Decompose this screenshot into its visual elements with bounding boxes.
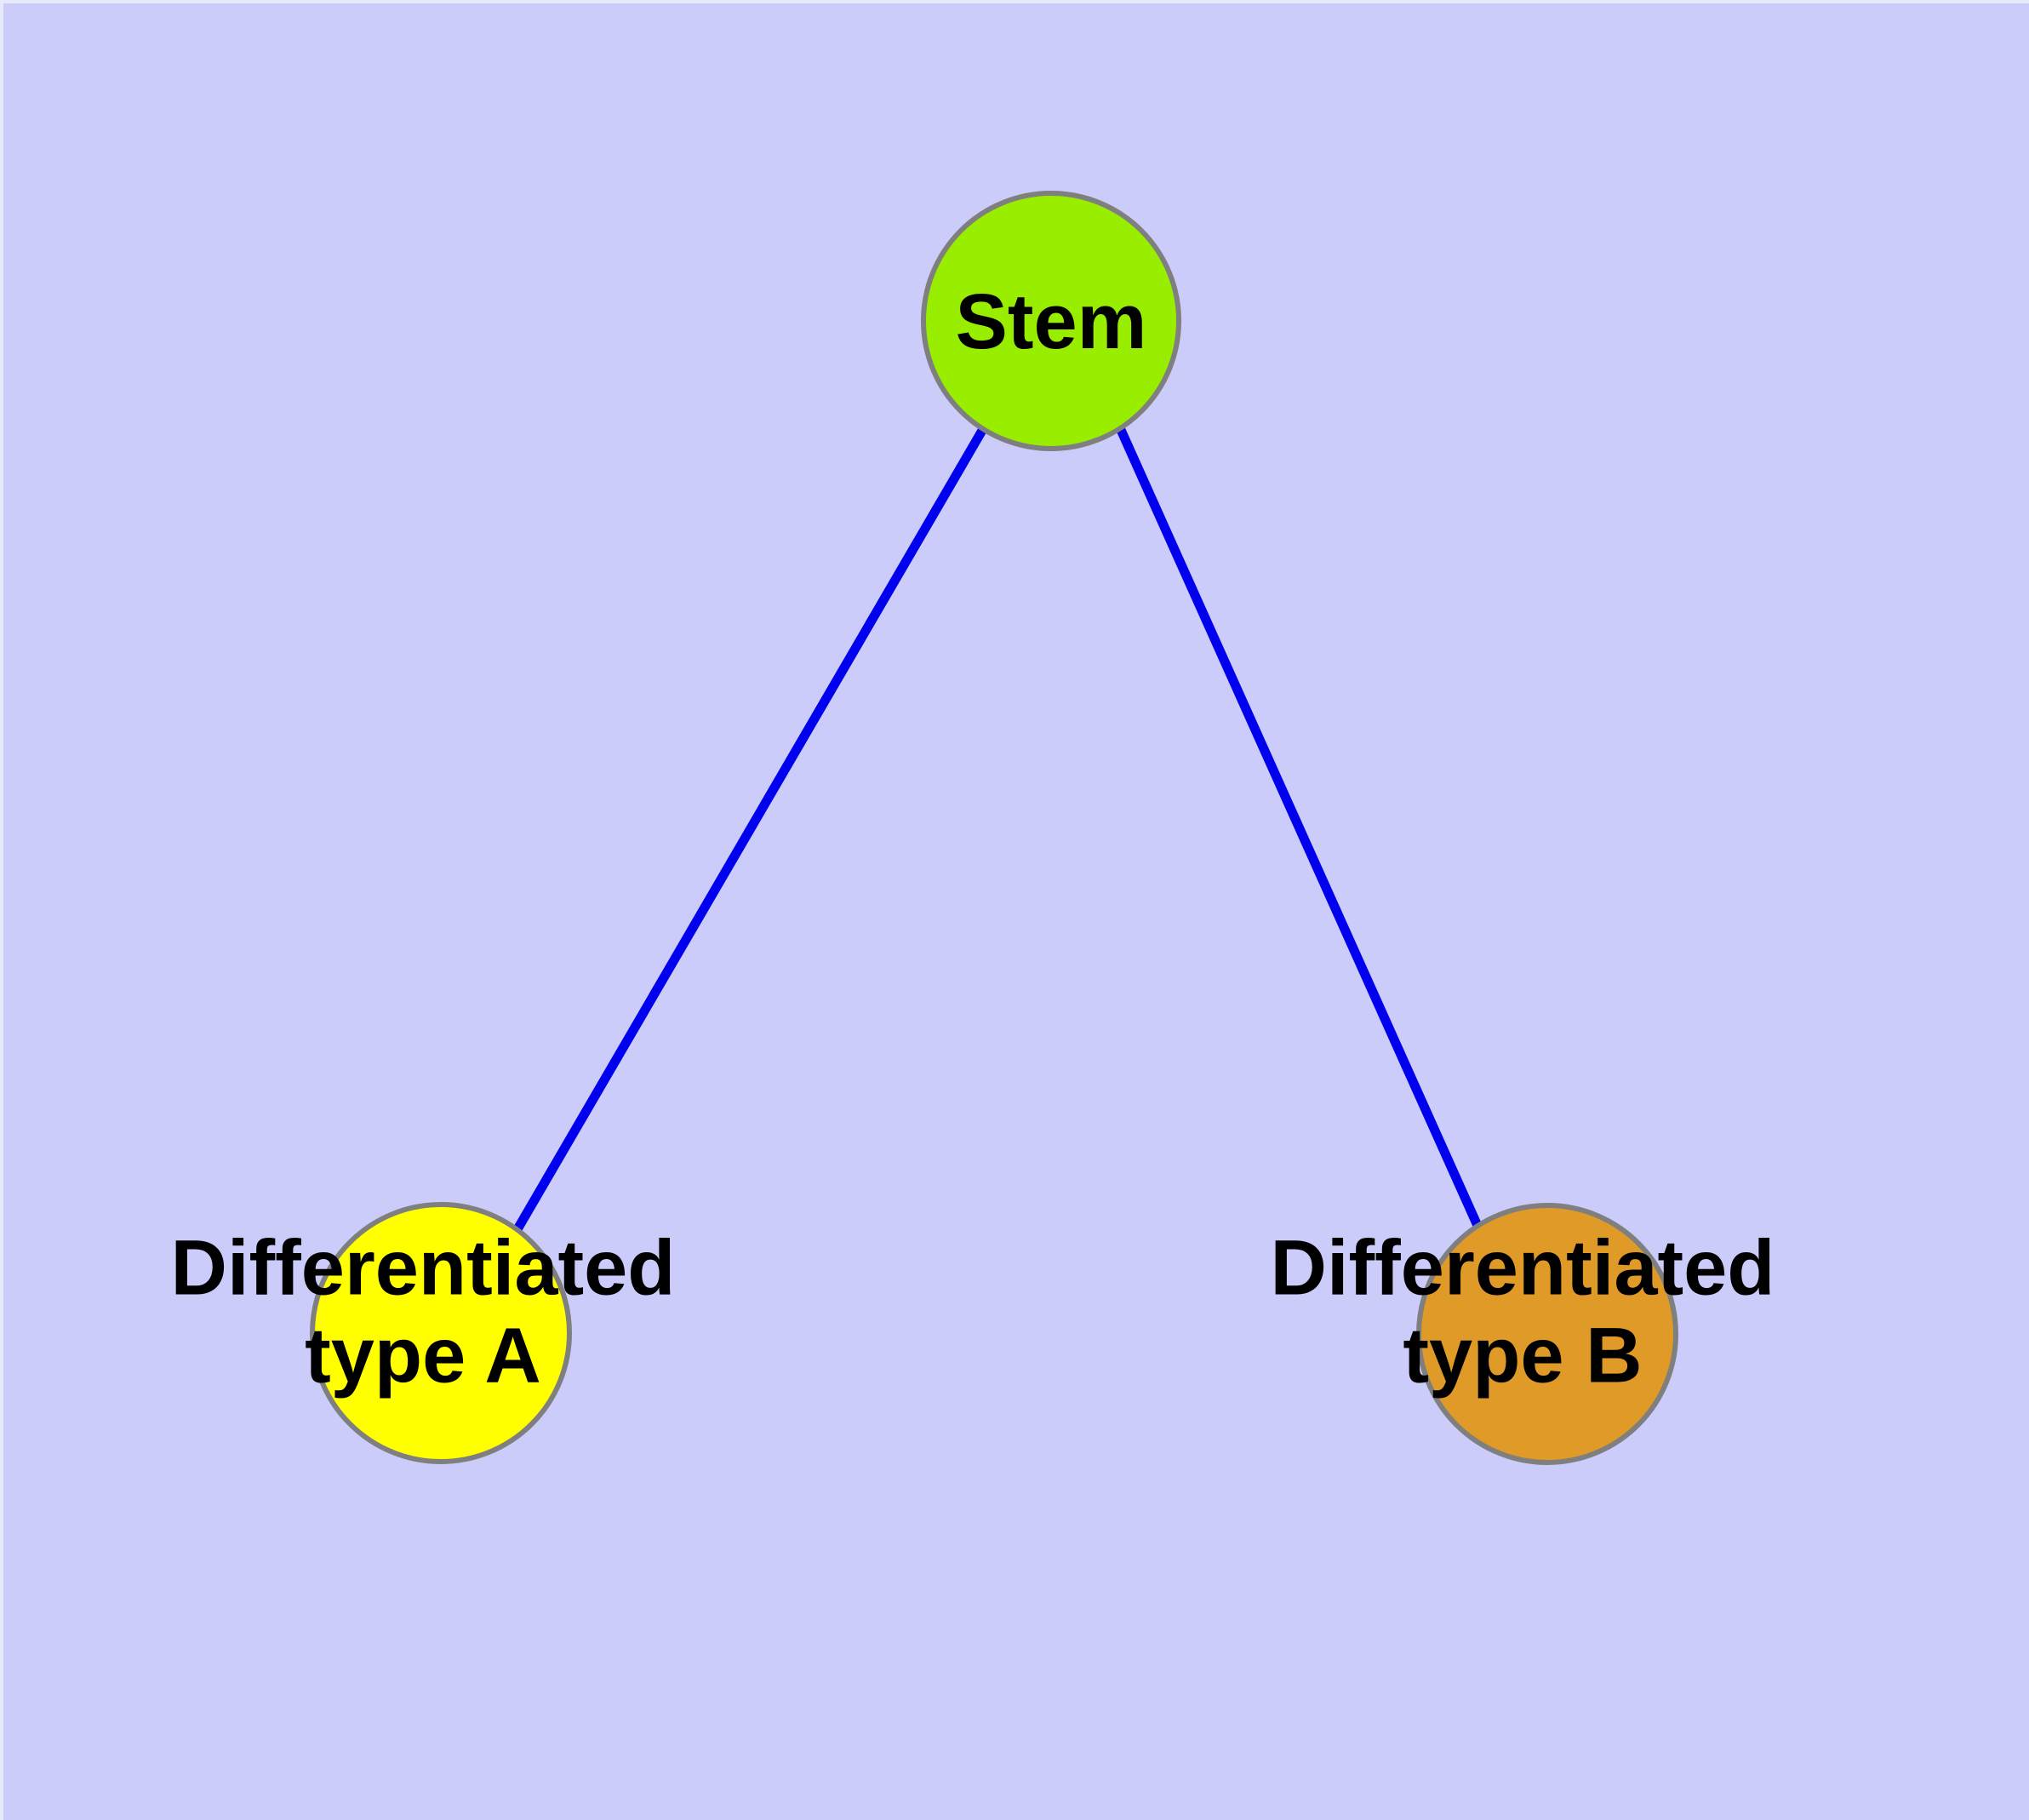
node-differentiated-type-b[interactable]: [1416, 1203, 1678, 1465]
canvas-top-edge: [0, 0, 2029, 3]
edge-stem-to-differentiated-type-a: [513, 426, 987, 1232]
node-stem-label: Stem: [956, 278, 1147, 365]
edge-stem-to-differentiated-type-b: [1116, 427, 1483, 1230]
edge-layer: [513, 426, 1483, 1232]
node-differentiated-type-a-circle[interactable]: [310, 1202, 572, 1464]
node-differentiated-type-b-circle[interactable]: [1416, 1203, 1678, 1465]
canvas-left-edge: [0, 0, 3, 1820]
node-stem[interactable]: Stem: [921, 191, 1181, 451]
node-stem-circle[interactable]: [921, 191, 1181, 451]
node-differentiated-type-a[interactable]: [310, 1202, 572, 1464]
